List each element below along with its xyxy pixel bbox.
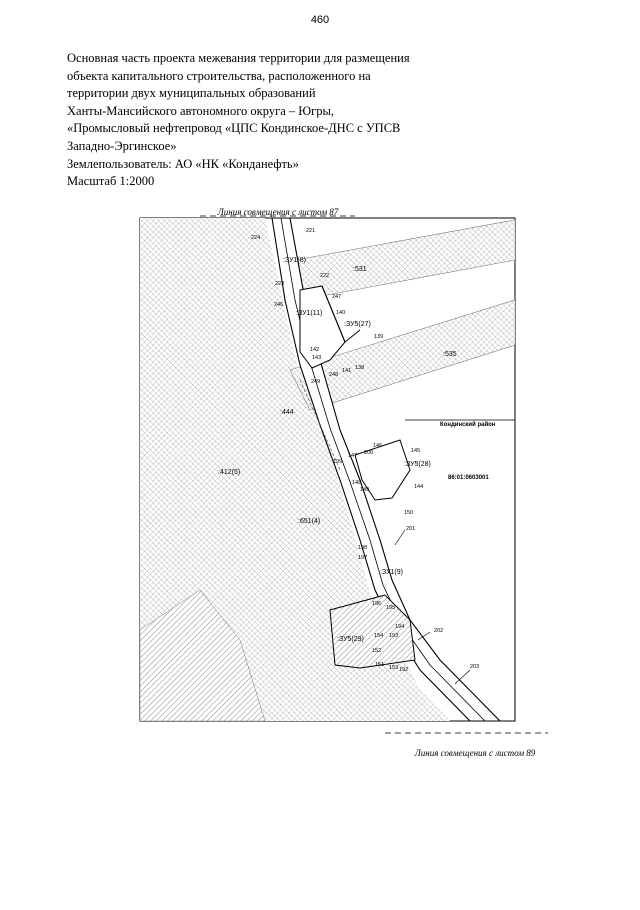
- point-222: 222: [320, 273, 329, 279]
- point-138: 138: [355, 365, 364, 371]
- point-150: 150: [404, 510, 413, 516]
- point-199: 199: [333, 459, 342, 465]
- parcel-535-crosshatch: [290, 300, 515, 410]
- point-192: 192: [399, 667, 408, 673]
- header-line: территории двух муниципальных образовани…: [67, 86, 316, 101]
- point-196: 196: [372, 601, 381, 607]
- parcel-zu5-29: [329, 594, 416, 669]
- header-line: Западно-Эргинское»: [67, 138, 177, 153]
- point-145: 145: [411, 448, 420, 454]
- point-153: 153: [389, 665, 398, 671]
- page-number: 460: [310, 14, 330, 26]
- point-193: 193: [389, 633, 398, 639]
- label-zu5-28: :ЗУ5(28): [404, 461, 431, 468]
- label-district: Кондинский район: [440, 421, 496, 428]
- point-197: 197: [358, 555, 367, 561]
- point-144: 144: [414, 484, 423, 490]
- label-412-5: :412(5): [218, 469, 240, 476]
- label-zu5-29: :ЗУ5(29): [337, 636, 364, 643]
- point-201: 201: [406, 526, 415, 532]
- label-zu1-8: :ЗУ1(8): [283, 257, 306, 264]
- link-label-top: Линия совмещения с листом 87: [217, 207, 339, 217]
- point-142: 142: [310, 347, 319, 353]
- point-221: 221: [306, 228, 315, 234]
- label-444: :444: [280, 409, 294, 416]
- header-line: Масштаб 1:2000: [67, 174, 155, 189]
- pipeline-corridor: [271, 218, 501, 721]
- point-141: 141: [342, 368, 351, 374]
- parcel-zu5-27-edge: [321, 285, 361, 343]
- leader-202: [417, 631, 431, 641]
- point-246: 246: [274, 302, 283, 308]
- point-140: 140: [336, 310, 345, 316]
- label-zu1-11: :ЗУ1(11): [296, 310, 322, 317]
- label-651-4: :651(4): [298, 518, 320, 525]
- point-195: 195: [386, 605, 395, 611]
- label-531: :531: [353, 266, 367, 273]
- header-line: Землепользователь: АО «НК «Конданефть»: [67, 156, 299, 171]
- point-148: 148: [352, 480, 361, 486]
- point-223: 223: [275, 281, 284, 287]
- point-249: 249: [311, 379, 320, 385]
- point-247: 247: [332, 294, 341, 300]
- point-149: 149: [360, 487, 369, 493]
- label-535: :535: [443, 351, 457, 358]
- parcel-412-crosshatch: [140, 218, 450, 721]
- point-139: 139: [374, 334, 383, 340]
- leader-203: [454, 669, 471, 685]
- point-151: 151: [375, 662, 384, 668]
- point-154: 154: [374, 633, 383, 639]
- link-label-bottom: Линия совмещения с листом 89: [414, 748, 536, 758]
- point-146: 146: [373, 443, 382, 449]
- label-cadastral-quarter: 86:01:0603001: [448, 475, 489, 481]
- parcel-531-crosshatch: [285, 220, 515, 300]
- point-143: 143: [312, 355, 321, 361]
- header-line: Основная часть проекта межевания террито…: [67, 51, 410, 65]
- point-203: 203: [470, 664, 479, 670]
- document-header: Основная часть проекта межевания террито…: [67, 50, 487, 191]
- label-zu5-27: :ЗУ5(27): [344, 321, 371, 328]
- point-198: 198: [358, 545, 367, 551]
- leader-201: [394, 529, 406, 546]
- point-147: 147: [348, 453, 357, 459]
- parcel-zu5-28: [354, 439, 411, 501]
- lower-wedge: [140, 589, 266, 721]
- point-224: 224: [251, 235, 260, 241]
- point-248: 248: [329, 372, 338, 378]
- label-zu1-9: :ЗУ1(9): [380, 569, 403, 576]
- header-line: Ханты-Мансийского автономного округа – Ю…: [67, 103, 335, 118]
- parcel-444-line: [299, 379, 341, 471]
- header-line: объекта капитального строительства, расп…: [67, 68, 371, 83]
- point-200: 200: [364, 450, 373, 456]
- point-194: 194: [395, 624, 404, 630]
- point-202: 202: [434, 628, 443, 634]
- point-152: 152: [372, 648, 381, 654]
- header-line: «Промысловый нефтепровод «ЦПС Кондинское…: [67, 121, 401, 136]
